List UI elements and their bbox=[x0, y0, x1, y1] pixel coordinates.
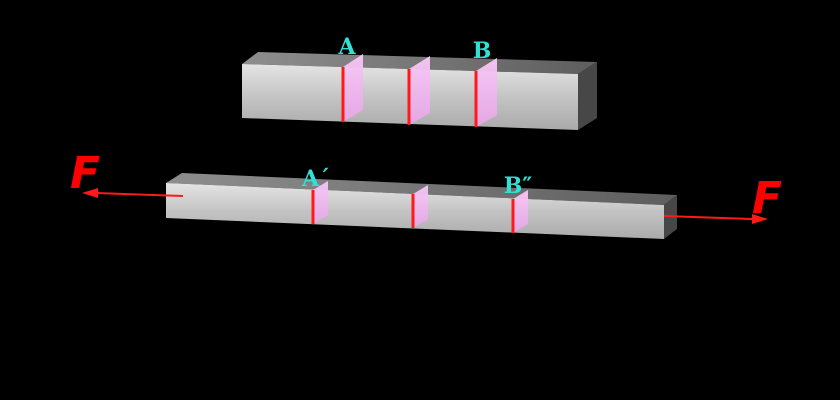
undeformed-bar-end-face bbox=[578, 62, 597, 130]
cross-section-plane bbox=[343, 54, 363, 122]
section-label-b-double-prime: B″ bbox=[504, 173, 533, 199]
left-force-arrowhead-icon bbox=[82, 188, 98, 198]
cross-section-middle bbox=[407, 56, 430, 125]
right-force: F bbox=[663, 173, 782, 224]
left-force: F bbox=[70, 148, 184, 199]
left-force-arrow-shaft bbox=[95, 192, 184, 197]
stretched-bar: A´ B″ bbox=[166, 166, 677, 239]
left-force-label: F bbox=[70, 148, 100, 199]
cross-section-plane bbox=[513, 190, 528, 233]
cross-section-a bbox=[341, 54, 363, 122]
cross-section-b bbox=[474, 58, 497, 127]
cross-section-middle bbox=[411, 185, 428, 228]
undeformed-bar: A B bbox=[242, 34, 597, 130]
cross-section-plane bbox=[413, 185, 428, 228]
cross-section-plane bbox=[313, 181, 328, 224]
right-force-arrow-shaft bbox=[663, 215, 753, 220]
section-label-b: B bbox=[473, 38, 492, 64]
right-force-label: F bbox=[752, 173, 782, 224]
cross-section-b-double-prime bbox=[511, 190, 528, 233]
section-label-a-prime: A´ bbox=[301, 166, 330, 192]
cross-section-plane bbox=[409, 56, 430, 125]
section-label-a: A bbox=[337, 34, 356, 60]
cross-section-a-prime bbox=[311, 181, 328, 224]
cross-section-plane bbox=[476, 58, 497, 127]
right-force-arrowhead-icon bbox=[752, 214, 768, 224]
